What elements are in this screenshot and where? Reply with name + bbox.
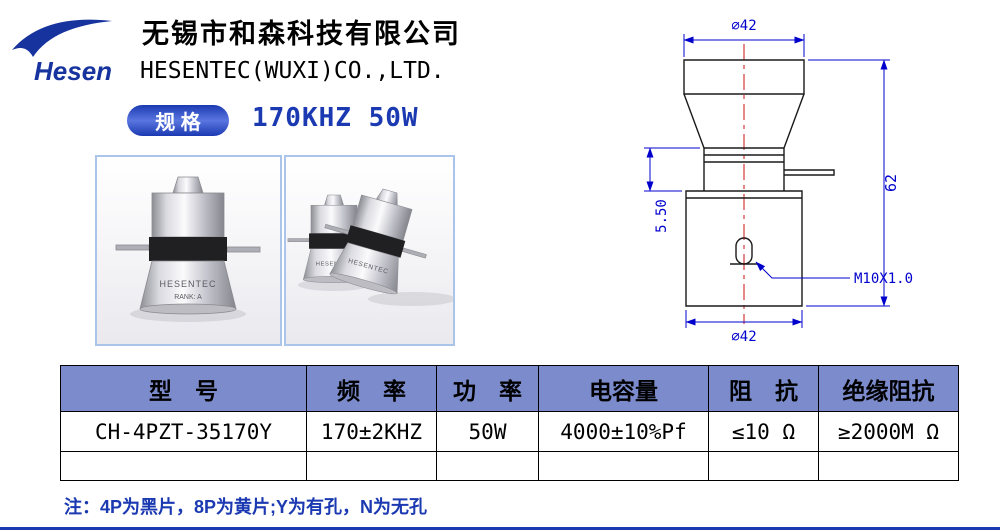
cell-empty [60,451,307,481]
engraved-rank: RANK: A [174,294,202,301]
col-header-frequency: 频 率 [306,365,437,412]
cell-model: CH-4PZT-35170Y [60,411,307,452]
hesen-logo: Hesen [6,14,136,97]
product-photo-front: HESENTEC RANK: A [95,155,282,346]
product-photo-pair: HESENTEC [284,155,456,346]
transducer-back-mass [151,192,225,238]
transducer-base [139,303,237,315]
technical-drawing: ∅42 62 5.50 M10X1.0 ∅42 [644,18,913,345]
spec-badge-label: 规 格 [155,112,201,134]
col-header-impedance: 阻 抗 [708,365,819,412]
company-name-cn: 无锡市和森科技有限公司 [142,19,461,49]
col-header-power: 功 率 [436,365,539,412]
table-row: CH-4PZT-35170Y 170±2KHZ 50W 4000±10%Pf ≤… [60,411,959,452]
dim-top-diameter: ∅42 [731,18,756,34]
col-header-insulation: 绝缘阻抗 [818,365,959,412]
dim-bottom-diameter: ∅42 [731,329,756,345]
dim-stack: 5.50 [654,199,670,233]
cell-empty [818,451,959,481]
cell-empty [708,451,819,481]
dimension-labels: ∅42 62 5.50 M10X1.0 ∅42 [654,18,913,345]
cell-frequency: 170±2KHZ [306,411,437,452]
engraved-brand: HESENTEC [159,279,216,289]
piezo-ring-stack [149,237,227,261]
table-row-empty [60,451,959,481]
transducer-outline [683,59,835,307]
logo-swoosh-icon [12,19,112,57]
cell-capacitance: 4000±10%Pf [538,411,709,452]
dimension-lines [644,34,890,328]
cell-empty [538,451,709,481]
electrode-tab-right [226,246,261,253]
cell-empty [306,451,437,481]
electrode-tab-left [115,244,150,251]
dim-height: 62 [882,174,900,192]
transducer-photo-pair: HESENTEC [287,176,456,306]
cell-power: 50W [436,411,539,452]
bottom-accent-line [0,527,1000,530]
transducer-photo-front: HESENTEC RANK: A [115,176,261,322]
cell-impedance: ≤10 Ω [708,411,819,452]
cell-empty [436,451,539,481]
transducer-top-knob [172,176,204,194]
dim-thread: M10X1.0 [854,271,913,287]
cell-insulation: ≥2000M Ω [818,411,959,452]
table-header-row: 型 号 频 率 功 率 电容量 阻 抗 绝缘阻抗 [60,365,959,412]
spec-table: 型 号 频 率 功 率 电容量 阻 抗 绝缘阻抗 CH-4PZT-35170Y … [60,365,959,481]
spec-badge: 规 格 [127,105,229,136]
company-name-en: HESENTEC(WUXI)CO.,LTD. [140,58,445,84]
footnote: 注：4P为黑片，8P为黄片;Y为有孔，N为无孔 [64,497,428,517]
logo-text: Hesen [34,56,112,86]
col-header-model: 型 号 [60,365,307,412]
col-header-capacitance: 电容量 [538,365,709,412]
spec-value: 170KHZ 50W [252,103,419,133]
